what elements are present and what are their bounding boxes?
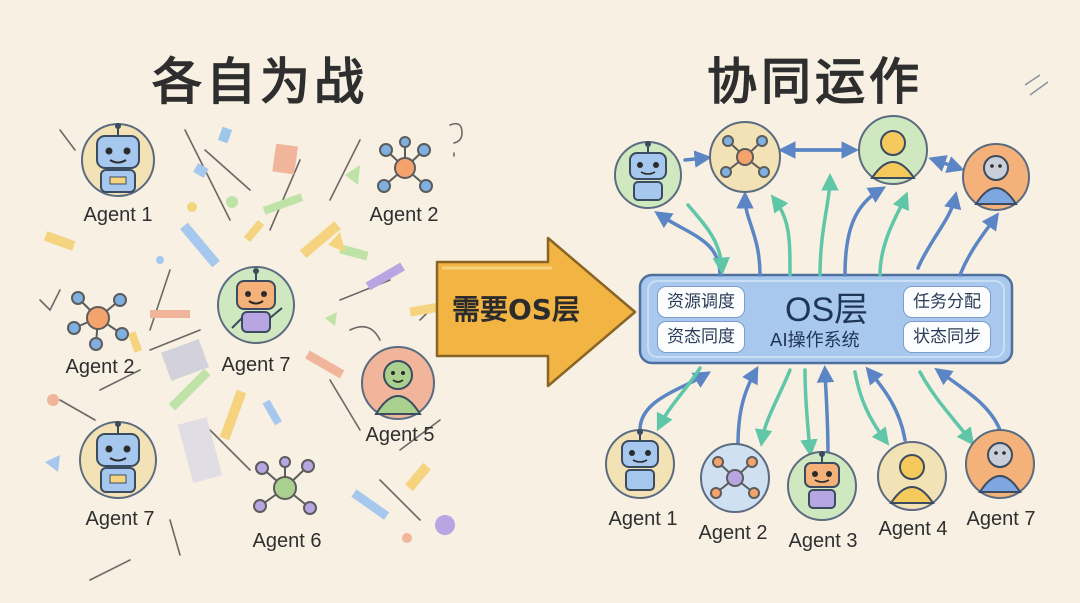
corner-doodle <box>1025 75 1048 95</box>
right-title: 协同运作 <box>707 42 923 114</box>
right-bottom-agent-1-avatar <box>606 429 674 498</box>
left-agent-2b-network-icon <box>68 292 128 350</box>
left-agent-label: Agent 7 <box>86 508 155 531</box>
left-agent-label: Agent 5 <box>366 424 435 447</box>
os-feature-pill: 资态同度 <box>657 321 745 353</box>
right-bottom-agent-2-avatar <box>701 444 769 512</box>
right-bottom-agent-4-avatar <box>878 442 946 510</box>
os-links-top <box>660 180 995 275</box>
left-title: 各自为战 <box>152 42 368 114</box>
os-links-bottom <box>640 368 1000 455</box>
right-top-person-avatar-2 <box>963 144 1029 210</box>
os-feature-pill: 状态同步 <box>903 321 991 353</box>
left-agent-label: Agent 6 <box>253 530 322 553</box>
left-agent-label: Agent 7 <box>222 354 291 377</box>
left-agent-7b-avatar <box>80 421 156 498</box>
left-agent-label: Agent 1 <box>84 204 153 227</box>
arrow-label: 需要OS层 <box>452 288 580 328</box>
right-top-network-avatar <box>710 122 780 192</box>
os-feature-pill: 资源调度 <box>657 286 745 318</box>
right-top-robot-avatar <box>615 141 681 208</box>
left-agent-2-network-icon <box>378 137 432 192</box>
left-agent-7-avatar <box>218 267 294 343</box>
right-agent-label: Agent 7 <box>967 508 1036 531</box>
os-feature-pill: 任务分配 <box>903 286 991 318</box>
left-agent-6-network-icon <box>254 457 316 514</box>
right-agent-label: Agent 4 <box>879 518 948 541</box>
right-agent-label: Agent 3 <box>789 530 858 553</box>
left-agent-label: Agent 2 <box>66 356 135 379</box>
right-bottom-agent-7-avatar <box>966 430 1034 498</box>
right-bottom-agent-3-avatar <box>788 451 856 520</box>
right-top-person-avatar <box>859 116 927 184</box>
left-agent-label: Agent 2 <box>370 204 439 227</box>
left-agent-5-avatar <box>362 347 434 419</box>
right-agent-label: Agent 1 <box>609 508 678 531</box>
os-layer-subtitle: AI操作系统 <box>770 326 860 352</box>
left-agent-1-avatar <box>82 123 154 196</box>
right-agent-label: Agent 2 <box>699 522 768 545</box>
os-layer-title: OS层 <box>785 282 868 331</box>
